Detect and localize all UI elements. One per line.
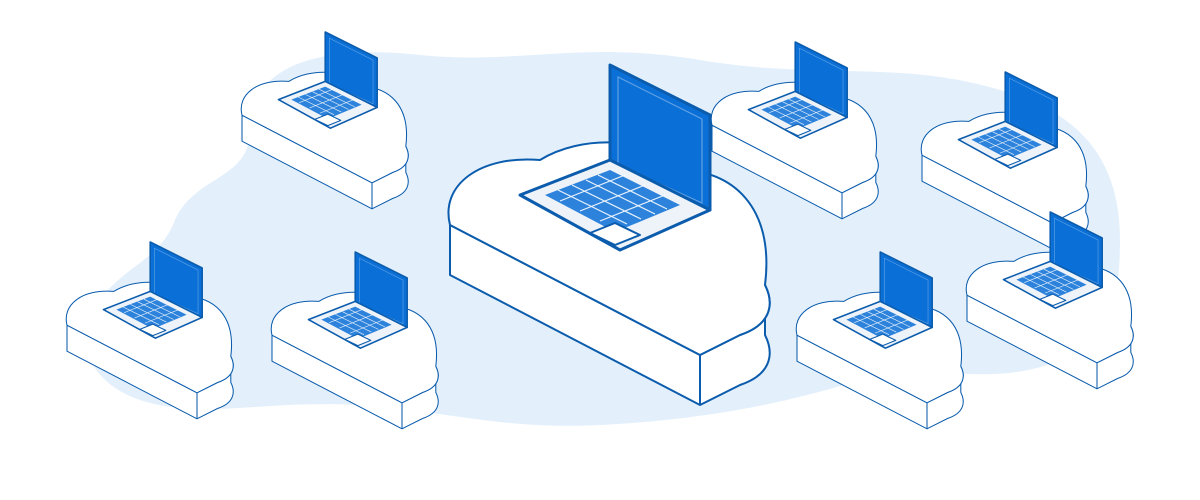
illustration-stage [65, 31, 1135, 430]
cloud-laptops-illustration [65, 31, 1135, 430]
